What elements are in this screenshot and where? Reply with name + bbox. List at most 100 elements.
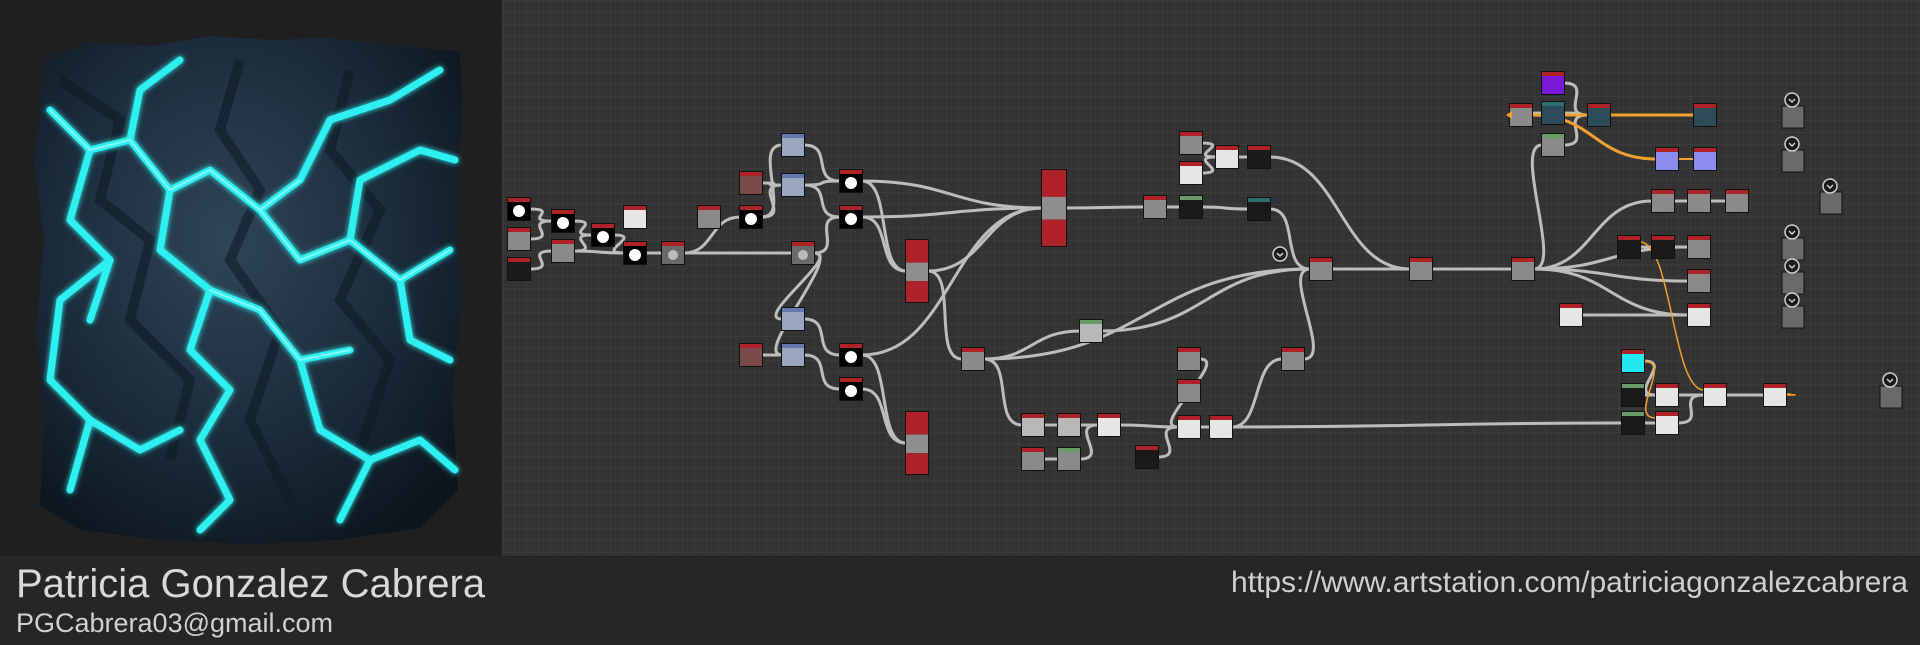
graph-node[interactable] [1177, 347, 1201, 371]
graph-node[interactable] [791, 241, 815, 265]
connection-wire [812, 215, 842, 255]
graph-node[interactable] [1021, 413, 1045, 437]
output-icon[interactable] [1784, 292, 1800, 308]
connection-wire [802, 317, 842, 357]
graph-node[interactable] [1409, 257, 1433, 281]
graph-node[interactable] [1655, 383, 1679, 407]
connection-wire [1064, 205, 1146, 210]
graph-node[interactable] [1281, 347, 1305, 371]
graph-node[interactable] [697, 205, 721, 229]
graph-node[interactable] [507, 227, 531, 251]
graph-node[interactable] [1587, 103, 1611, 127]
graph-node[interactable] [781, 307, 805, 331]
graph-node[interactable] [1179, 195, 1203, 219]
graph-node[interactable] [1687, 303, 1711, 327]
output-icon[interactable] [1784, 258, 1800, 274]
graph-node[interactable] [1247, 197, 1271, 221]
material-preview [0, 0, 502, 556]
output-node[interactable] [1781, 149, 1805, 173]
connection-wire [860, 215, 908, 273]
node-graph[interactable] [502, 0, 1920, 556]
graph-node[interactable] [1057, 447, 1081, 471]
graph-node[interactable] [781, 133, 805, 157]
graph-node[interactable] [1309, 257, 1333, 281]
graph-node[interactable] [1511, 257, 1535, 281]
output-icon[interactable] [1784, 136, 1800, 152]
output-node[interactable] [1819, 191, 1843, 215]
output-node[interactable] [1781, 237, 1805, 261]
graph-node[interactable] [1687, 269, 1711, 293]
graph-node[interactable] [623, 205, 647, 229]
graph-node[interactable] [661, 241, 685, 265]
output-node[interactable] [1781, 271, 1805, 295]
graph-node[interactable] [1541, 101, 1565, 125]
graph-node[interactable] [1179, 131, 1203, 155]
graph-node[interactable] [1079, 319, 1103, 343]
graph-node[interactable] [781, 173, 805, 197]
output-node[interactable] [1879, 385, 1903, 409]
graph-node[interactable] [1725, 189, 1749, 213]
graph-node[interactable] [1687, 189, 1711, 213]
graph-node[interactable] [739, 171, 763, 195]
graph-node[interactable] [1209, 415, 1233, 439]
output-icon[interactable] [1822, 178, 1838, 194]
graph-node[interactable] [1179, 161, 1203, 185]
graph-node[interactable] [591, 223, 615, 247]
graph-node[interactable] [1655, 147, 1679, 171]
graph-node[interactable] [623, 241, 647, 265]
connection-wire [760, 143, 784, 219]
footer: Patricia Gonzalez Cabrera PGCabrera03@gm… [0, 556, 1920, 645]
graph-node[interactable] [1651, 189, 1675, 213]
graph-node[interactable] [1541, 133, 1565, 157]
graph-node[interactable] [839, 169, 863, 193]
output-icon[interactable] [1882, 372, 1898, 388]
graph-node[interactable] [1703, 383, 1727, 407]
node-graph-canvas[interactable] [502, 0, 1920, 556]
graph-node[interactable] [1215, 145, 1239, 169]
graph-node[interactable] [1621, 411, 1645, 435]
graph-node[interactable] [905, 239, 929, 303]
graph-node[interactable] [507, 257, 531, 281]
graph-node[interactable] [551, 209, 575, 233]
graph-node[interactable] [1097, 413, 1121, 437]
graph-node[interactable] [1693, 103, 1717, 127]
graph-node[interactable] [1057, 413, 1081, 437]
graph-node[interactable] [739, 205, 763, 229]
graph-node[interactable] [1559, 303, 1583, 327]
connection-wire [802, 143, 842, 183]
graph-node[interactable] [1143, 195, 1167, 219]
graph-node[interactable] [1135, 445, 1159, 469]
graph-node[interactable] [1621, 349, 1645, 373]
dot-icon[interactable] [1272, 246, 1288, 262]
output-node[interactable] [1781, 305, 1805, 329]
graph-node[interactable] [839, 343, 863, 367]
graph-node[interactable] [1693, 147, 1717, 171]
graph-node[interactable] [1651, 235, 1675, 259]
graph-node[interactable] [1041, 169, 1067, 247]
graph-node[interactable] [839, 377, 863, 401]
connection-wire [802, 183, 842, 219]
graph-node[interactable] [507, 197, 531, 221]
output-node[interactable] [1781, 105, 1805, 129]
output-icon[interactable] [1784, 92, 1800, 108]
graph-node[interactable] [739, 343, 763, 367]
graph-node[interactable] [1617, 235, 1641, 259]
graph-node[interactable] [1621, 383, 1645, 407]
graph-node[interactable] [551, 239, 575, 263]
graph-node[interactable] [1541, 71, 1565, 95]
output-icon[interactable] [1784, 224, 1800, 240]
graph-node[interactable] [1247, 145, 1271, 169]
graph-node[interactable] [1177, 379, 1201, 403]
graph-node[interactable] [1655, 411, 1679, 435]
graph-node[interactable] [781, 343, 805, 367]
graph-node[interactable] [1509, 103, 1533, 127]
graph-node[interactable] [839, 205, 863, 229]
graph-node[interactable] [1021, 447, 1045, 471]
graph-node[interactable] [905, 411, 929, 475]
graph-node[interactable] [1177, 415, 1201, 439]
graph-node[interactable] [961, 347, 985, 371]
connection-wire [1118, 423, 1180, 429]
graph-node[interactable] [1763, 383, 1787, 407]
connection-wire [528, 219, 554, 241]
graph-node[interactable] [1687, 235, 1711, 259]
